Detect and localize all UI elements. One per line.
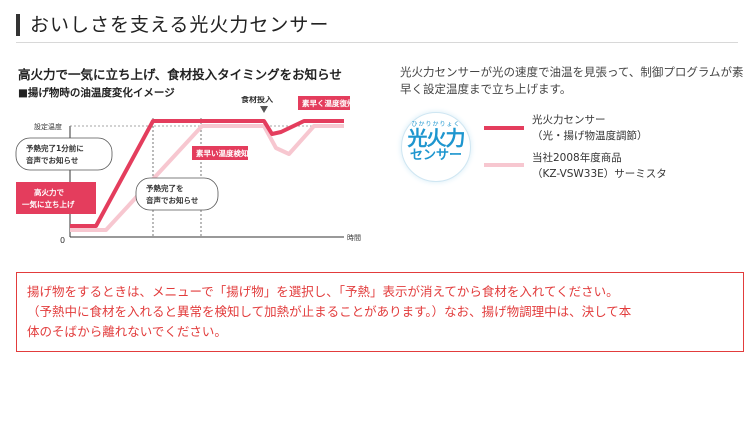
y-axis-label: 設定温度 [34,122,62,131]
logo-line2: センサー [409,148,462,163]
recovery-tag [298,96,350,110]
temperature-chart: 設定温度 0 時間 食材投入 素早く温度復帰 素早い温度検知 予熱完了1分前に … [15,96,361,245]
preheat-notice-bubble [15,137,113,171]
x-axis-label: 時間 [347,234,361,242]
legend-sensor-line1: 光火力センサー [532,114,606,126]
rise-tag-line1: 高火力で [34,187,64,197]
legend-label-sensor: 光火力センサー （光・揚げ物温度調節） [532,112,648,144]
preheat-done-bubble [135,177,219,211]
caution-line3: 体のそばから離れないでください。 [27,324,227,339]
sensor-description: 光火力センサーが光の速度で油温を見張って、制御プログラムが素早く設定温度まで立ち… [400,65,744,96]
legend-swatch-sensor [484,126,524,130]
logo-line1: 光火力 [407,126,466,150]
food-in-marker-icon [260,106,268,113]
legend-label-old: 当社2008年度商品 （KZ-VSW33E）サーミスタ [532,150,667,182]
header-accent-bar [16,14,20,36]
light-firepower-sensor-logo: ひかりかりょく 光火力 センサー [401,112,471,182]
preheat-done-line2: 音声でお知らせ [146,195,199,205]
section-title: おいしさを支える光火力センサー [30,14,330,36]
preheat-done-line1: 予熱完了を [146,183,184,193]
legend-swatch-old [484,163,524,167]
preheat-notice-line2: 音声でお知らせ [26,155,79,165]
section-header: おいしさを支える光火力センサー [16,12,738,43]
caution-note: 揚げ物をするときは、メニューで「揚げ物」を選択し、「予熱」表示が消えてから食材を… [16,272,744,352]
rise-tag-line2: 一気に立ち上げ [22,199,75,209]
legend-old-line2: （KZ-VSW33E）サーミスタ [532,168,667,180]
drop-detect-tag-label: 素早い温度検知 [196,148,249,158]
drop-detect-tag [192,146,248,160]
rise-tag [16,182,96,214]
food-in-label: 食材投入 [241,96,273,104]
legend-old-line1: 当社2008年度商品 [532,152,622,164]
preheat-notice-line1: 予熱完了1分前に [26,143,84,153]
legend-sensor-line2: （光・揚げ物温度調節） [532,130,648,142]
lead-heading: 高火力で一気に立ち上げ、食材投入タイミングをお知らせ [18,67,342,82]
series-light-sensor [70,119,344,228]
chart-subtitle: ■揚げ物時の油温度変化イメージ [18,87,175,99]
origin-label: 0 [60,236,65,245]
series-old-thermistor [70,124,344,232]
recovery-tag-label: 素早く温度復帰 [302,98,355,108]
caution-line2: （予熱中に食材を入れると異常を検知して加熱が止まることがあります。）なお、揚げ物… [27,304,632,319]
logo-ruby: ひかりかりょく [411,121,461,128]
caution-line1: 揚げ物をするときは、メニューで「揚げ物」を選択し、「予熱」表示が消えてから食材を… [27,284,619,299]
